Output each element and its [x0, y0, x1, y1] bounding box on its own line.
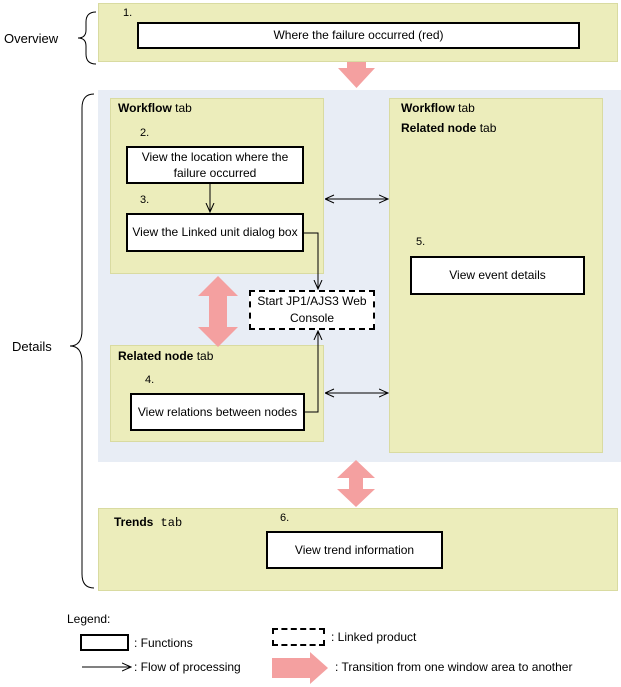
- failure-location-label: Where the failure occurred (red): [273, 28, 444, 43]
- jp1-ajs3-web-console-label: Start JP1/AJS3 Web Console: [257, 293, 367, 325]
- legend-title: Legend:: [67, 612, 111, 626]
- workflow-related-tab-title-1: Workflow tab: [401, 101, 475, 115]
- legend-functions-label: : Functions: [134, 636, 193, 650]
- legend-linked-product-label: : Linked product: [331, 630, 417, 644]
- step-4-number: 4.: [145, 374, 155, 386]
- related-node-title-bold: Related node: [118, 349, 194, 363]
- related-node-tab-title: Related node tab: [118, 349, 213, 363]
- step-1-number: 1.: [123, 7, 133, 19]
- workflow-related-title1-bold: Workflow: [401, 101, 455, 115]
- details-label: Details: [12, 339, 52, 354]
- workflow-related-title1-suffix: tab: [454, 101, 475, 115]
- legend-linked-product-box: [272, 628, 325, 646]
- legend-transition-arrow: [272, 652, 328, 684]
- jp1-ajs3-web-console-linked-product: Start JP1/AJS3 Web Console: [249, 290, 375, 330]
- view-trend-information-function: View trend information: [266, 531, 443, 569]
- step-6-number: 6.: [280, 512, 290, 524]
- view-failure-location-function: View the location where the failure occu…: [126, 146, 304, 184]
- view-node-relations-label: View relations between nodes: [137, 404, 298, 419]
- view-event-details-function: View event details: [410, 256, 585, 295]
- transition-arrow-details-trends: [337, 460, 375, 507]
- details-brace: [69, 93, 95, 589]
- workflow-tab-title-bold: Workflow: [118, 101, 172, 115]
- flow-arrow-step4-linked: [305, 331, 318, 413]
- legend-flow-label: : Flow of processing: [134, 660, 241, 674]
- legend-transition-label: : Transition from one window area to ano…: [335, 660, 573, 674]
- transition-arrow-overview-details: [338, 62, 375, 88]
- step-5-number: 5.: [416, 236, 426, 248]
- trends-title-bold: Trends: [114, 515, 154, 529]
- view-linked-unit-label: View the Linked unit dialog box: [132, 225, 298, 240]
- overview-brace: [77, 11, 97, 65]
- legend-functions-box: [80, 634, 129, 651]
- overview-label: Overview: [4, 31, 59, 46]
- step-3-number: 3.: [140, 194, 150, 206]
- trends-title-suffix: tab: [153, 516, 183, 530]
- workflow-related-title2-suffix: tab: [476, 121, 497, 135]
- view-failure-location-label: View the location where the failure occu…: [141, 149, 289, 180]
- view-node-relations-function: View relations between nodes: [130, 393, 305, 431]
- flow-arrow-step3-linked: [304, 232, 318, 289]
- trends-tab-title: Trends tab: [114, 515, 182, 530]
- step-2-number: 2.: [140, 127, 150, 139]
- view-linked-unit-function: View the Linked unit dialog box: [126, 213, 304, 252]
- workflow-related-tab-title-2: Related node tab: [401, 121, 496, 135]
- view-trend-information-label: View trend information: [294, 542, 415, 557]
- workflow-related-title2-bold: Related node: [401, 121, 477, 135]
- workflow-tab-title-suffix: tab: [171, 101, 192, 115]
- related-node-title-suffix: tab: [193, 349, 214, 363]
- failure-location-function: Where the failure occurred (red): [137, 22, 580, 49]
- view-event-details-label: View event details: [449, 268, 546, 283]
- transition-arrow-workflow-related: [198, 276, 238, 347]
- workflow-tab-title: Workflow tab: [118, 101, 192, 115]
